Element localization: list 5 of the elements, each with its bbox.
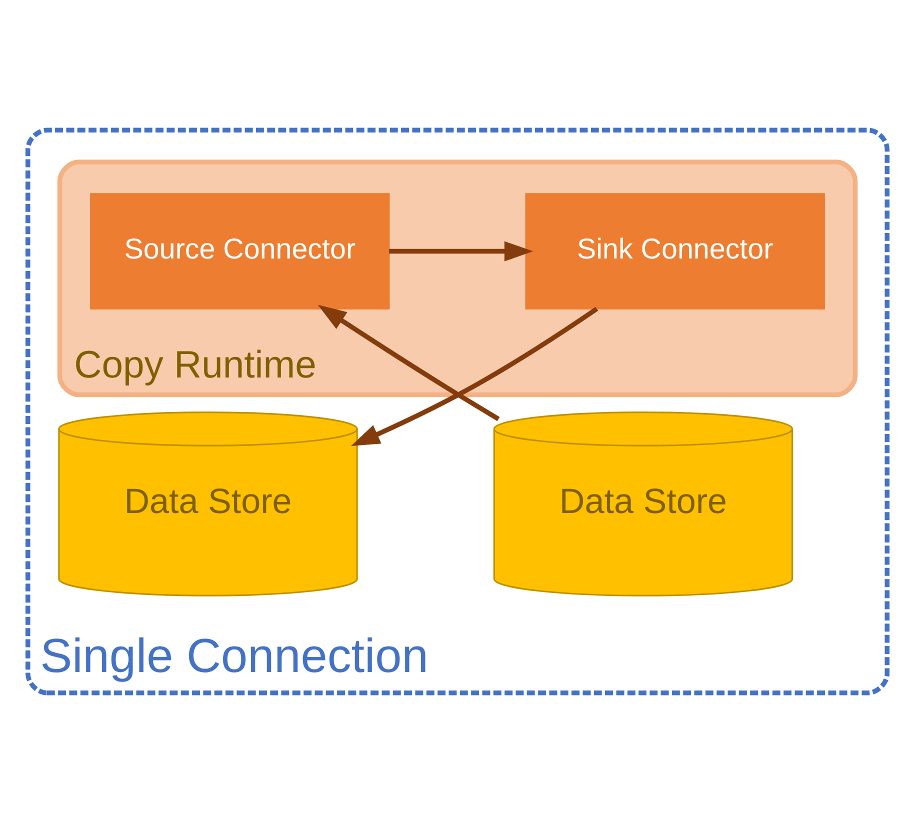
arrow [389,240,534,261]
arrow [350,306,598,446]
node-box: Sink Connector [525,192,825,309]
arrow [318,304,500,421]
node-box: Source Connector [90,192,390,309]
